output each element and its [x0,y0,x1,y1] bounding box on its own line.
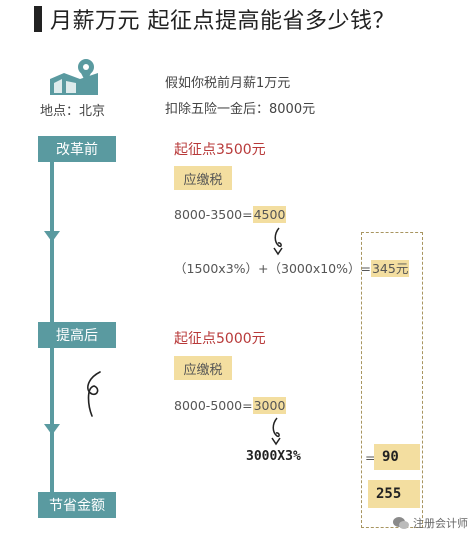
after-tax-label: 应缴税 [174,356,232,380]
page-title: 月薪万元 起征点提高能省多少钱？ [50,9,395,34]
arrow-down-icon [273,227,283,256]
before-tax-label: 应缴税 [174,166,232,190]
after-result: 90 [374,444,420,470]
map-pin-icon [50,59,98,95]
results-column [361,232,423,528]
savings-value: 255 [368,480,420,508]
after-equals: = [365,450,376,465]
timeline-savings-label: 节省金额 [38,492,116,518]
before-formula: （1500x3%）+（3000x10%）= [174,261,371,276]
deduction-info: 扣除五险一金后：8000元 [165,102,316,117]
after-calc: 8000-5000=3000 [174,397,287,414]
location-label: 地点：北京 [40,104,106,119]
before-calc: 8000-3500=4500 [174,206,287,223]
after-formula: 3000X3% [246,449,301,464]
timeline-arrow-1 [44,231,60,242]
arrow-down-icon-2 [271,417,281,446]
after-threshold: 起征点5000元 [174,331,266,347]
watermark: 注册会计师 [393,515,468,531]
before-result: 345元 [370,260,410,277]
timeline-arrow-2 [44,424,60,435]
timeline-after-label: 提高后 [38,322,116,348]
watermark-text: 注册会计师 [413,517,468,530]
before-threshold: 起征点3500元 [174,142,266,158]
title-accent-bar [34,6,42,32]
after-calc-prefix: 8000-5000= [174,398,253,413]
salary-info: 假如你税前月薪1万元 [165,76,291,91]
wechat-icon [393,517,409,529]
before-calc-value: 4500 [252,206,287,223]
before-formula-line: （1500x3%）+（3000x10%）=345元 [174,258,410,277]
handwriting-squiggle-icon [87,371,101,417]
timeline-before-label: 改革前 [38,136,116,162]
after-calc-value: 3000 [252,397,287,414]
before-calc-prefix: 8000-3500= [174,207,253,222]
